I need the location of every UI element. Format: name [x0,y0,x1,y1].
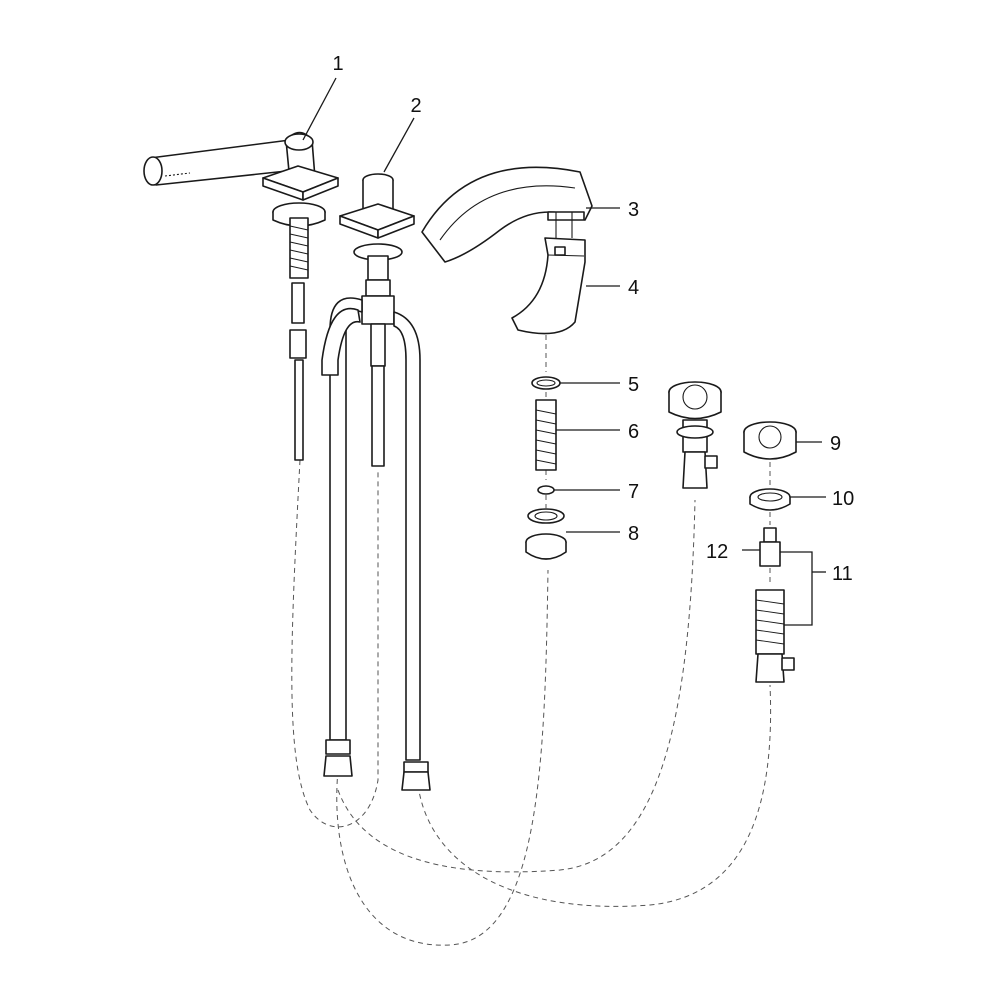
callout-6: 6 [628,421,639,443]
hand-shower-assembly [143,131,339,461]
handle-valve-right [743,421,797,683]
callout-12: 12 [706,541,728,563]
callout-9: 9 [830,433,841,455]
spout-assembly [421,166,593,335]
callout-10: 10 [832,488,854,510]
spout-mounting-parts [525,376,567,560]
hose-routing-lines [291,335,772,946]
diverter-assembly [321,173,431,791]
leader-lines [302,77,826,626]
callout-5: 5 [628,374,639,396]
callout-2: 2 [410,95,421,117]
callout-labels: 1 2 3 4 5 6 7 8 9 10 11 12 [332,53,854,585]
callout-7: 7 [628,481,639,503]
callout-3: 3 [628,199,639,221]
callout-1: 1 [332,53,343,75]
callout-8: 8 [628,523,639,545]
callout-11: 11 [832,563,853,585]
handle-valve-left [668,381,722,489]
callout-4: 4 [628,277,639,299]
